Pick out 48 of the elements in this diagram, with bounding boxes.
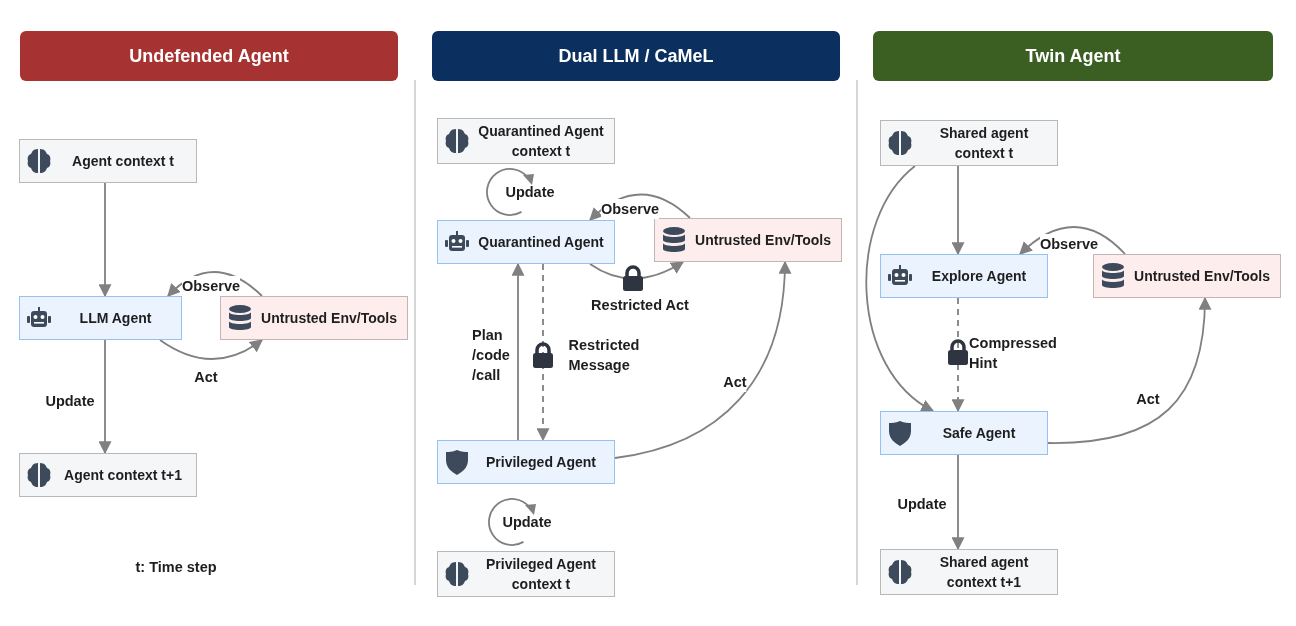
node-text: Shared agent context t [938,124,1030,163]
arrow [951,297,965,413]
node-text: Quarantined Agent context t [477,122,605,161]
arrow [98,182,112,298]
agent-box [437,220,615,264]
arrow [865,165,935,412]
node-text: Untrusted Env/Tools [1133,267,1271,286]
arrow [159,339,264,360]
arrow [951,165,965,256]
environment-box [654,218,842,262]
node-text: Safe Agent [941,424,1017,443]
cycle-label: Update [502,513,552,532]
node-text: Shared agent context t+1 [938,553,1030,592]
context-box [437,551,615,597]
agent-box [880,254,1048,298]
agent-box [880,411,1048,455]
agent-box [19,296,182,340]
context-box [19,139,197,183]
header-banner: Undefended Agent [20,31,398,81]
context-box [880,549,1058,595]
arrow [511,262,525,441]
node-text: Privileged Agent context t [485,555,597,594]
node-text: Privileged Agent [485,453,597,472]
node-text: Quarantined Agent [477,233,605,252]
context-box [880,120,1058,166]
header-banner: Dual LLM / CaMeL [432,31,840,81]
arrow [951,454,965,551]
context-box [437,118,615,164]
arrow [1019,226,1126,255]
environment-box [1093,254,1281,298]
note-text: t: Time step [135,558,217,577]
node-text: LLM Agent [78,309,153,328]
node-text: Agent context t [71,152,175,171]
environment-box [220,296,408,340]
arrow [614,260,791,459]
node-text: Agent context t+1 [63,466,183,485]
node-text: Explore Agent [930,267,1028,286]
agent-box [437,440,615,484]
context-box [19,453,197,497]
header-banner: Twin Agent [873,31,1273,81]
arrow [589,261,685,280]
cycle-label: Update [505,183,555,202]
arrow [536,263,550,442]
edge-label: Observe [601,199,659,219]
node-text: Untrusted Env/Tools [260,309,398,328]
arrow [98,339,112,455]
node-text: Untrusted Env/Tools [694,231,832,250]
arrow [1047,296,1212,444]
